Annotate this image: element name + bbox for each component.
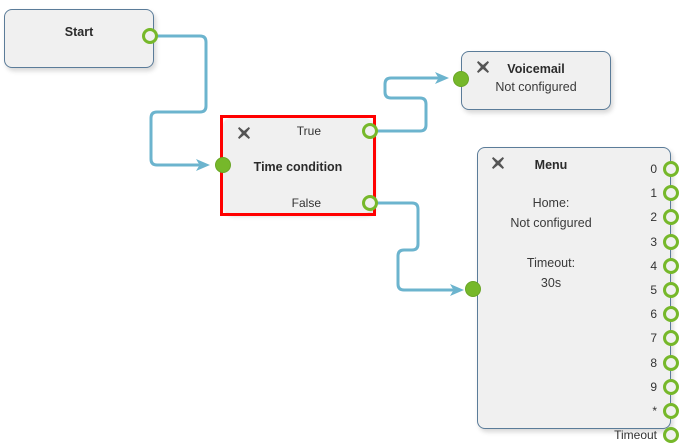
node-menu-timeout-value: 30s [540,276,562,290]
port-label-false: False [291,196,321,210]
node-menu-home-value: Not configured [510,216,592,230]
edge-start-to-time-condition [149,34,210,171]
node-start[interactable]: Start [4,9,154,68]
port-menu-output-0[interactable] [663,161,679,177]
close-icon[interactable] [491,156,505,170]
port-menu-output-5[interactable] [663,282,679,298]
port-menu-output-8[interactable] [663,355,679,371]
node-voicemail-title: Voicemail [507,62,565,76]
port-menu-output-2[interactable] [663,209,679,225]
node-menu-home-label: Home: [532,196,570,210]
port-label-menu-*: * [652,404,657,418]
port-label-true: True [296,124,321,138]
port-label-menu-5: 5 [650,283,657,297]
close-icon[interactable] [476,60,490,74]
port-time-condition-output-false[interactable] [362,195,378,211]
port-menu-output-9[interactable] [663,379,679,395]
port-menu-output-*[interactable] [663,403,679,419]
port-label-menu-1: 1 [650,186,657,200]
port-voicemail-input[interactable] [453,71,469,87]
port-menu-output-4[interactable] [663,258,679,274]
port-menu-output-3[interactable] [663,234,679,250]
port-menu-output-1[interactable] [663,185,679,201]
node-menu-timeout-label: Timeout: [526,256,576,270]
edge-false-to-menu [376,201,464,296]
port-label-menu-8: 8 [650,356,657,370]
close-icon[interactable] [237,126,251,140]
edge-true-to-voicemail [376,72,449,133]
port-menu-output-6[interactable] [663,306,679,322]
node-time-condition[interactable]: Time condition [223,118,373,213]
port-label-menu-9: 9 [650,380,657,394]
port-label-menu-0: 0 [650,162,657,176]
node-voicemail[interactable]: Voicemail Not configured [461,51,611,110]
node-voicemail-subtitle: Not configured [495,80,577,94]
port-time-condition-input[interactable] [215,157,231,173]
port-label-menu-timeout: Timeout [614,428,657,442]
port-label-menu-2: 2 [650,210,657,224]
node-start-title: Start [64,25,94,39]
port-menu-output-timeout[interactable] [663,427,679,443]
port-label-menu-3: 3 [650,235,657,249]
port-start-output[interactable] [142,28,158,44]
node-time-condition-title: Time condition [253,160,343,174]
port-label-menu-6: 6 [650,307,657,321]
port-label-menu-4: 4 [650,259,657,273]
port-menu-input[interactable] [465,281,481,297]
port-menu-output-7[interactable] [663,330,679,346]
port-label-menu-7: 7 [650,331,657,345]
port-time-condition-output-true[interactable] [362,123,378,139]
node-menu-title: Menu [534,158,568,172]
node-menu[interactable]: Menu Home: Not configured Timeout: 30s [477,147,671,429]
